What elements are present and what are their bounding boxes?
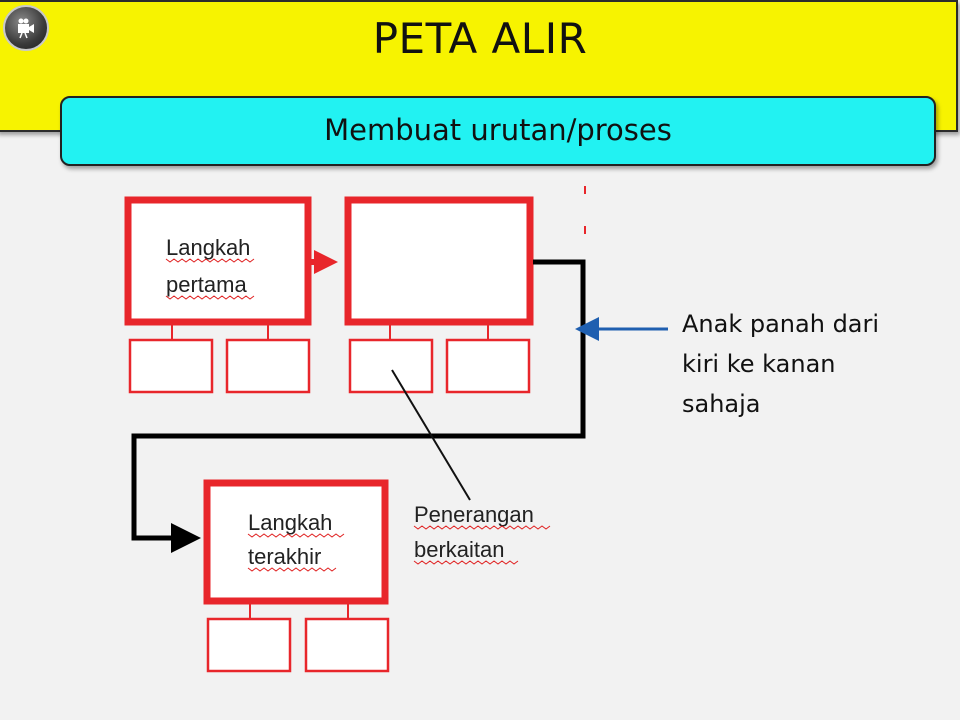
step-box-first	[124, 196, 312, 326]
flow-connector	[131, 259, 586, 553]
spellcheck-underline	[413, 525, 551, 530]
step-box-last	[203, 479, 389, 605]
detail-box	[128, 338, 214, 394]
note-line: kiri ke kanan	[682, 350, 836, 378]
detail-box	[206, 617, 292, 673]
spellcheck-underline	[413, 560, 519, 565]
subtitle-text: Membuat urutan/proses	[324, 113, 672, 147]
subtitle-banner	[60, 96, 936, 166]
explanation-pointer	[391, 369, 471, 501]
step-box-middle	[344, 196, 534, 326]
spellcheck-underline	[165, 295, 255, 300]
first-step-line-1: Langkah	[166, 235, 250, 260]
detail-box	[225, 338, 311, 394]
note-line: sahaja	[682, 390, 761, 418]
last-step-line-1: Langkah	[248, 510, 332, 535]
note-text: Anak panah dari kiri ke kanan sahaja	[682, 304, 922, 424]
explanation-line-2: berkaitan	[414, 537, 505, 562]
spellcheck-underline	[165, 258, 255, 263]
spellcheck-underline	[247, 533, 345, 538]
note-line: Anak panah dari	[682, 310, 880, 338]
spellcheck-underline	[247, 567, 337, 572]
last-step-line-2: terakhir	[248, 544, 321, 569]
detail-box	[304, 617, 390, 673]
detail-box	[348, 338, 434, 394]
movie-camera-icon[interactable]	[3, 5, 49, 51]
detail-box	[445, 338, 531, 394]
explanation-line-1: Penerangan	[414, 502, 534, 527]
first-step-line-2: pertama	[166, 272, 247, 297]
page-title: PETA ALIR	[372, 14, 588, 63]
